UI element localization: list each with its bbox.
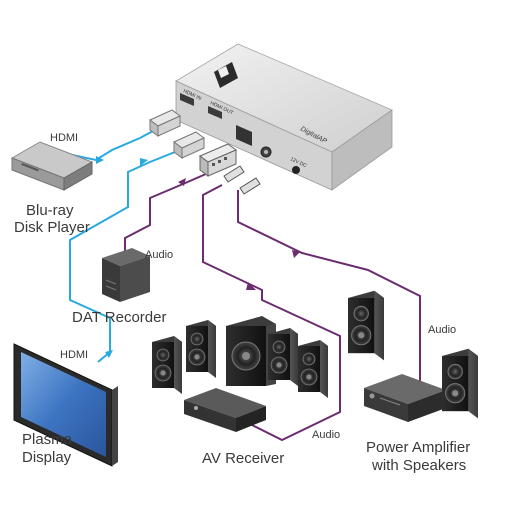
av-receiver-label: AV Receiver [202,450,284,467]
subwoofer [226,316,276,386]
main-device: DigitalAP HDMI IN HDMI OUT 12V DC [175,43,393,265]
hdmi-out-cable-label: HDMI [60,349,88,361]
hdmi-in-connector [149,109,181,137]
amplifier-label-line2: with Speakers [371,457,466,474]
hdmi-in-cable-label: HDMI [50,132,78,144]
power-amplifier-speakers [347,290,479,422]
bluray-label-line1: Blu-ray [26,202,74,219]
dat-label: DAT Recorder [72,309,166,326]
rca-plugs [223,165,261,195]
plasma-label-line2: Display [22,449,72,466]
kramer-logo-icon [214,62,238,88]
av-receiver [184,388,266,432]
audio-ports[interactable] [236,125,272,265]
audio-dat-label: Audio [145,249,173,261]
plasma-label-line1: Plasma [22,431,73,448]
hdmi-out-connector [173,131,205,159]
audio-cable-dat [124,169,216,252]
hdmi-cable-bluray [57,129,156,162]
audio-cable-receiver [202,184,341,442]
dat-recorder [102,248,150,302]
audio-receiver-label: Audio [312,429,340,441]
hdmi-cable-plasma [69,149,181,363]
plasma-display [13,343,118,467]
audio-arrows [178,178,300,290]
audio-connector-block [199,143,237,177]
bluray-label-line2: Disk Player [14,219,90,236]
audio-amplifier-label: Audio [428,324,456,336]
hdmi-cables [57,129,181,363]
bluray-player [10,141,94,191]
amplifier-label-line1: Power Amplifier [366,439,470,456]
home-theater-speakers [151,316,329,399]
hdmi-arrows [96,156,148,358]
amplifier [364,374,446,422]
